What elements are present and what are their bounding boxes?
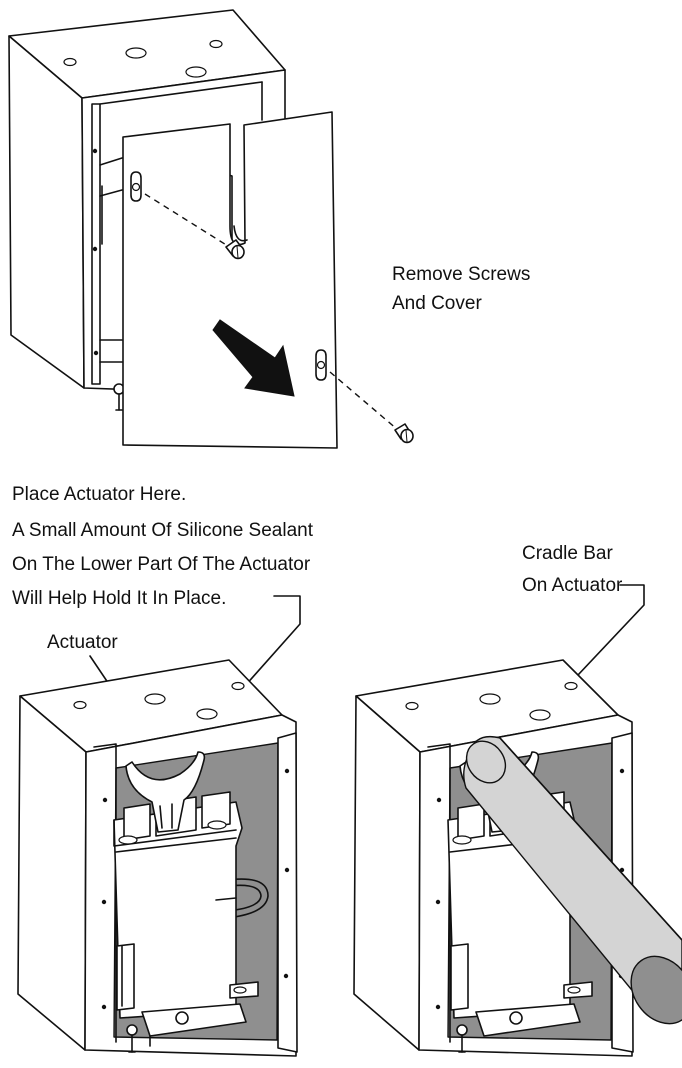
- breaker-base: [113, 801, 243, 1019]
- enclosure-bottom-left: [17, 659, 298, 1057]
- actuator: [125, 751, 206, 833]
- remove-screws-label-line2: And Cover: [392, 293, 482, 314]
- enclosure-bottom-right: [353, 659, 682, 1057]
- place-actuator-line4: Will Help Hold It In Place.: [12, 588, 226, 609]
- screw-path-lower: [329, 371, 399, 431]
- top-knockout: [185, 66, 207, 78]
- remove-screws-label-line1: Remove Screws: [392, 264, 530, 285]
- front-cover-panel: [122, 111, 338, 449]
- place-actuator-line2: A Small Amount Of Silicone Sealant: [12, 520, 314, 541]
- screw-icon: [394, 423, 414, 444]
- top-hole: [63, 57, 77, 67]
- place-actuator-line1: Place Actuator Here.: [12, 484, 186, 505]
- cradle-bar-label-line2: On Actuator: [522, 575, 623, 596]
- top-hole: [209, 39, 223, 49]
- screw-path-upper: [144, 193, 229, 247]
- enclosure-top-figure: [8, 9, 414, 449]
- place-actuator-line3: On The Lower Part Of The Actuator: [12, 554, 311, 575]
- cradle-bar: [463, 735, 682, 1025]
- actuator-label: Actuator: [47, 632, 118, 653]
- top-knockout: [125, 47, 147, 59]
- cradle-bar-leader: [527, 584, 645, 729]
- cradle-bar-label-line1: Cradle Bar: [522, 543, 613, 564]
- removal-arrow-icon: [212, 319, 295, 397]
- screw-icon: [225, 239, 245, 260]
